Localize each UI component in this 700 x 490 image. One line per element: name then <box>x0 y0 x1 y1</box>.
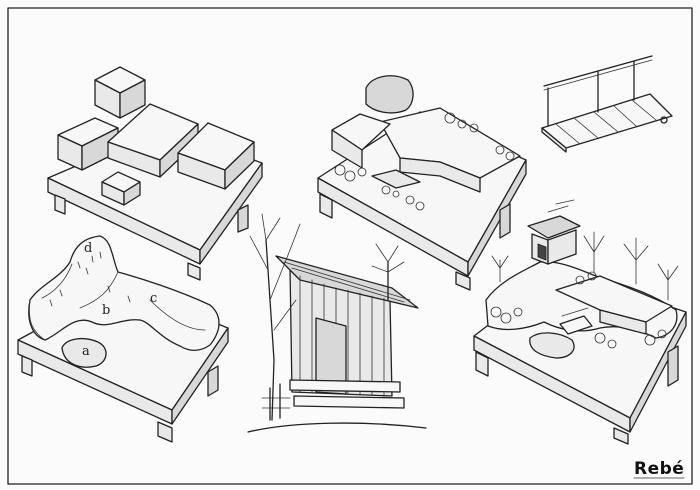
label-a: a <box>82 344 90 359</box>
label-d: d <box>84 241 92 256</box>
ground-line <box>247 422 427 433</box>
board2-leg <box>157 421 173 443</box>
board3-leg <box>455 271 471 291</box>
board6-leg <box>667 345 679 387</box>
board6-leg <box>613 427 629 445</box>
diorama-slab <box>555 275 673 323</box>
mini-bridge <box>559 315 593 335</box>
board1-side <box>199 162 263 265</box>
board1-leg <box>54 194 66 215</box>
terrain-mass <box>28 235 220 352</box>
board6-side <box>629 311 687 433</box>
block-side <box>224 141 255 190</box>
bridge-deck <box>541 93 673 149</box>
sheet-border <box>7 7 693 485</box>
board2-side <box>171 327 229 425</box>
board1-leg <box>187 262 201 281</box>
mini-tree <box>583 231 605 273</box>
shed-roof <box>275 255 419 309</box>
board3-side <box>467 159 527 277</box>
mini-tree <box>623 237 649 285</box>
board3-leg <box>499 203 511 239</box>
board-with-rocks <box>317 75 527 291</box>
rock-small <box>371 169 421 189</box>
board1-leg <box>237 204 249 233</box>
fence-board <box>289 379 401 393</box>
board6-leg <box>475 351 489 377</box>
label-c: c <box>150 291 157 306</box>
fence-board <box>293 395 405 409</box>
diorama-pond <box>529 332 575 359</box>
artist-signature: Rebé <box>634 459 684 479</box>
bridge-rail <box>543 55 653 87</box>
finished-diorama <box>473 199 687 445</box>
mini-tree <box>657 263 679 301</box>
boulder <box>365 75 414 114</box>
board3-leg <box>319 193 333 219</box>
label-b: b <box>102 303 110 318</box>
board-with-terrain-labels: a b c d <box>17 235 229 443</box>
pond-area-a <box>61 337 107 368</box>
block-side <box>123 181 141 206</box>
board2-leg <box>21 355 33 377</box>
block-side <box>119 79 146 119</box>
board2-leg <box>207 365 219 397</box>
wooden-shed <box>247 213 427 433</box>
mini-tree <box>491 255 509 283</box>
wooden-bridge <box>541 55 673 153</box>
mini-shed-roof <box>527 215 581 239</box>
shed-door <box>315 317 347 395</box>
board-with-blocks <box>47 66 263 281</box>
